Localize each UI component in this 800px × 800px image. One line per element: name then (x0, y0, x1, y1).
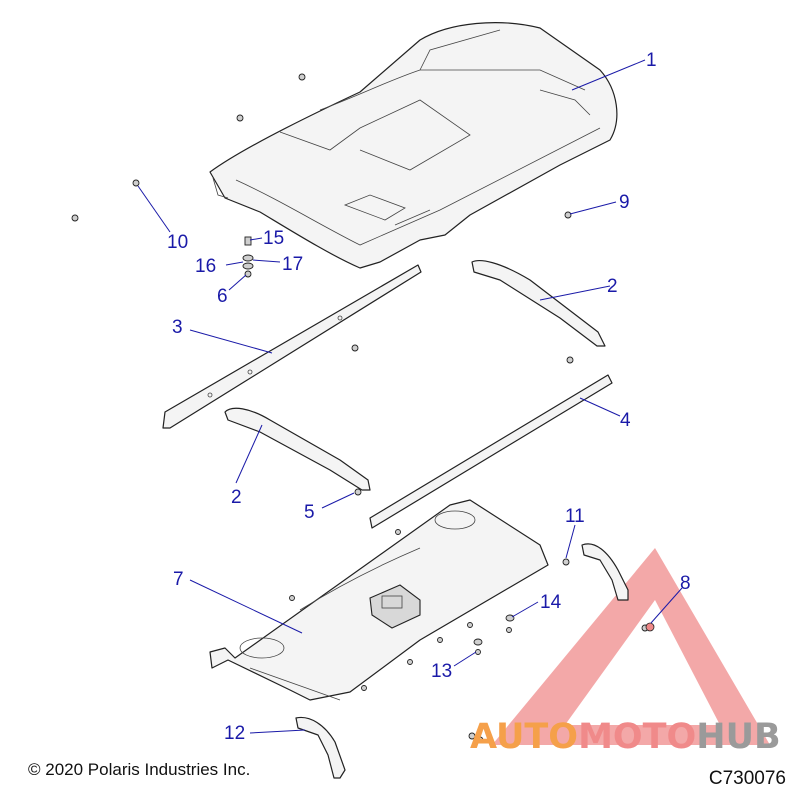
callout-9: 9 (619, 192, 630, 213)
callout-2-upper: 2 (607, 276, 618, 297)
callout-15: 15 (263, 228, 284, 249)
callout-5: 5 (304, 502, 315, 523)
trim-part-2-left (224, 407, 371, 496)
callout-6: 6 (217, 286, 228, 307)
callout-8: 8 (680, 573, 691, 594)
roof-fasteners (71, 73, 574, 364)
watermark-logo (492, 548, 770, 745)
trim-part-12 (295, 716, 346, 779)
watermark-moto: MOTO (578, 717, 696, 757)
callout-13: 13 (431, 661, 452, 682)
callout-17: 17 (282, 254, 303, 275)
copyright-notice: © 2020 Polaris Industries Inc. (28, 760, 251, 779)
diagram-code: C730076 (708, 768, 786, 789)
rail-part-3 (162, 264, 422, 429)
callout-16: 16 (195, 256, 216, 277)
callout-4: 4 (620, 410, 631, 431)
watermark-hub: HUB (696, 717, 780, 757)
watermark-text: AUTOMOTOHUB (470, 717, 781, 757)
callout-labels: 1 2 2 3 4 5 6 7 8 9 10 11 12 13 14 15 16… (167, 50, 691, 744)
svg-text:AUTOMOTOHUB: AUTOMOTOHUB (470, 717, 781, 757)
callout-3: 3 (172, 317, 183, 338)
roof-part-1 (209, 22, 618, 269)
callout-11: 11 (565, 506, 585, 527)
bracket-part-11-region (581, 543, 629, 601)
callout-10: 10 (167, 232, 188, 253)
callout-7: 7 (173, 569, 184, 590)
right-hardware (468, 558, 655, 744)
callout-12: 12 (224, 723, 245, 744)
headliner-part-7 (209, 499, 549, 701)
strip-part-4 (369, 374, 613, 529)
callout-14: 14 (540, 592, 562, 613)
leader-lines (137, 59, 683, 734)
callout-1: 1 (646, 50, 657, 71)
watermark-auto: AUTO (470, 717, 578, 757)
callout-2-lower: 2 (231, 487, 242, 508)
trim-part-2-right (471, 259, 606, 347)
